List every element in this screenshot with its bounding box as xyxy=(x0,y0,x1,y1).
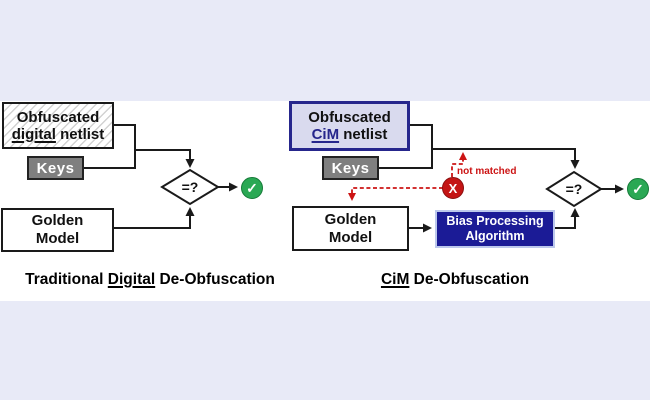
keys-label: Keys xyxy=(331,159,370,177)
connector-left-into-diamond-top xyxy=(135,149,195,168)
check-icon: ✓ xyxy=(627,178,649,200)
caption-prefix: Traditional xyxy=(25,271,108,288)
obfuscated-cim-netlist-box: Obfuscated CiM netlist xyxy=(289,101,410,151)
netlist-line2: CiM netlist xyxy=(312,126,388,143)
keys-box-right: Keys xyxy=(322,156,379,180)
decision-label-right: =? xyxy=(565,181,583,197)
caption-underlined: CiM xyxy=(380,271,410,288)
check-icon: ✓ xyxy=(241,177,263,199)
netlist-line2: digital netlist xyxy=(12,126,105,143)
golden-model-box-left: Golden Model xyxy=(1,208,114,252)
netlist-line1: Obfuscated xyxy=(16,108,100,126)
feedback-dashed-to-golden-model xyxy=(348,187,443,201)
golden-line2: Model xyxy=(35,230,80,247)
connector-right-bias-into-diamond-bottom xyxy=(555,208,580,229)
connector-right-into-diamond-top xyxy=(432,148,580,169)
decision-label-left: =? xyxy=(181,179,199,195)
golden-line1: Golden xyxy=(324,210,377,228)
caption-suffix: De-Obfuscation xyxy=(409,271,530,288)
golden-line1: Golden xyxy=(31,212,84,229)
obfuscated-digital-netlist-box: Obfuscated digital netlist xyxy=(2,102,114,149)
top-background-band xyxy=(0,0,650,101)
bias-processing-algorithm-box: Bias Processing Algorithm xyxy=(435,210,555,248)
golden-model-box-right: Golden Model xyxy=(292,206,409,251)
netlist-underlined-word: digital xyxy=(11,125,56,143)
connector-left-netlist-keys-junction xyxy=(84,124,136,169)
feedback-dashed-to-main-line xyxy=(451,152,467,177)
keys-box-left: Keys xyxy=(27,156,84,180)
keys-label: Keys xyxy=(36,159,75,177)
netlist-underlined-word: CiM xyxy=(311,126,340,143)
caption-cim: CiM De-Obfuscation xyxy=(332,271,578,289)
cross-glyph: X xyxy=(448,180,458,196)
connector-left-golden-into-diamond-bottom xyxy=(114,207,195,229)
decision-diamond-left xyxy=(160,168,220,206)
bias-line1: Bias Processing xyxy=(446,214,544,228)
netlist-line1: Obfuscated xyxy=(308,109,391,126)
caption-traditional-digital: Traditional Digital De-Obfuscation xyxy=(4,271,296,289)
decision-diamond-right xyxy=(545,170,603,208)
golden-line2: Model xyxy=(328,228,373,246)
not-matched-label: not matched xyxy=(457,166,517,177)
check-glyph: ✓ xyxy=(632,180,644,197)
bias-line2: Algorithm xyxy=(465,229,525,243)
cross-icon: X xyxy=(442,177,464,199)
bottom-background-band xyxy=(0,301,650,400)
caption-suffix: De-Obfuscation xyxy=(155,271,275,288)
netlist-rest-word: netlist xyxy=(55,125,105,143)
connector-right-netlist-keys-junction xyxy=(379,124,433,169)
check-glyph: ✓ xyxy=(246,179,258,196)
caption-underlined: Digital xyxy=(107,271,156,288)
netlist-rest-word: netlist xyxy=(339,126,388,143)
